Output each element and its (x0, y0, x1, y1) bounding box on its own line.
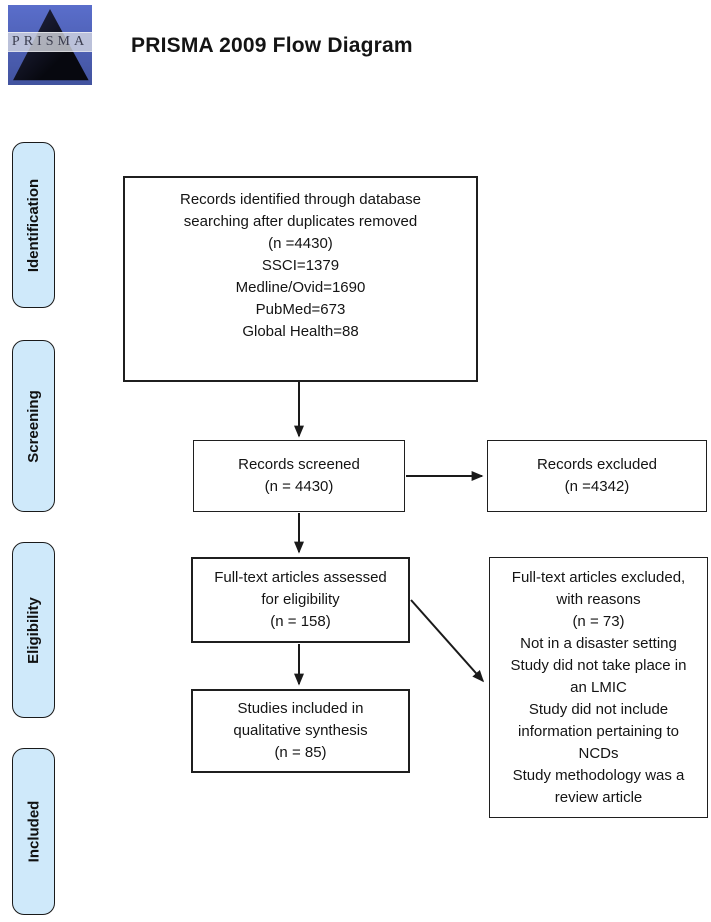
stage-label-screening: Screening (12, 340, 55, 512)
box-studies-included-text: Studies included in qualitative synthesi… (233, 700, 368, 761)
box-records-screened-text: Records screened (n = 4430) (238, 456, 360, 495)
box-records-excluded-text: Records excluded (n =4342) (536, 456, 658, 495)
stage-label-identification: Identification (12, 142, 55, 308)
stage-label-eligibility: Eligibility (12, 542, 55, 718)
logo-band (8, 32, 92, 52)
stage-label-text: Eligibility (25, 596, 42, 664)
box-records-identified: Records identified through database sear… (123, 176, 478, 382)
box-studies-included: Studies included in qualitative synthesi… (191, 689, 410, 773)
box-records-identified-text: Records identified through database sear… (180, 191, 421, 340)
box-fulltext-assessed-text: Full-text articles assessed for eligibil… (214, 569, 387, 630)
box-records-screened: Records screened (n = 4430) (193, 440, 405, 512)
stage-label-text: Identification (25, 178, 42, 272)
stage-label-included: Included (12, 748, 55, 915)
box-fulltext-excluded-text: Full-text articles excluded, with reason… (510, 568, 687, 806)
box-fulltext-excluded: Full-text articles excluded, with reason… (489, 557, 708, 818)
arrow-fulltext-to-fulltext-excluded (410, 599, 485, 683)
box-fulltext-assessed: Full-text articles assessed for eligibil… (191, 557, 410, 643)
stage-label-text: Screening (25, 389, 42, 463)
stage-label-text: Included (25, 800, 43, 863)
box-records-excluded: Records excluded (n =4342) (487, 440, 707, 512)
page-title: PRISMA 2009 Flow Diagram (131, 34, 413, 57)
logo-wordmark: PRISMA (11, 34, 89, 49)
prisma-logo: PRISMA (8, 5, 92, 85)
